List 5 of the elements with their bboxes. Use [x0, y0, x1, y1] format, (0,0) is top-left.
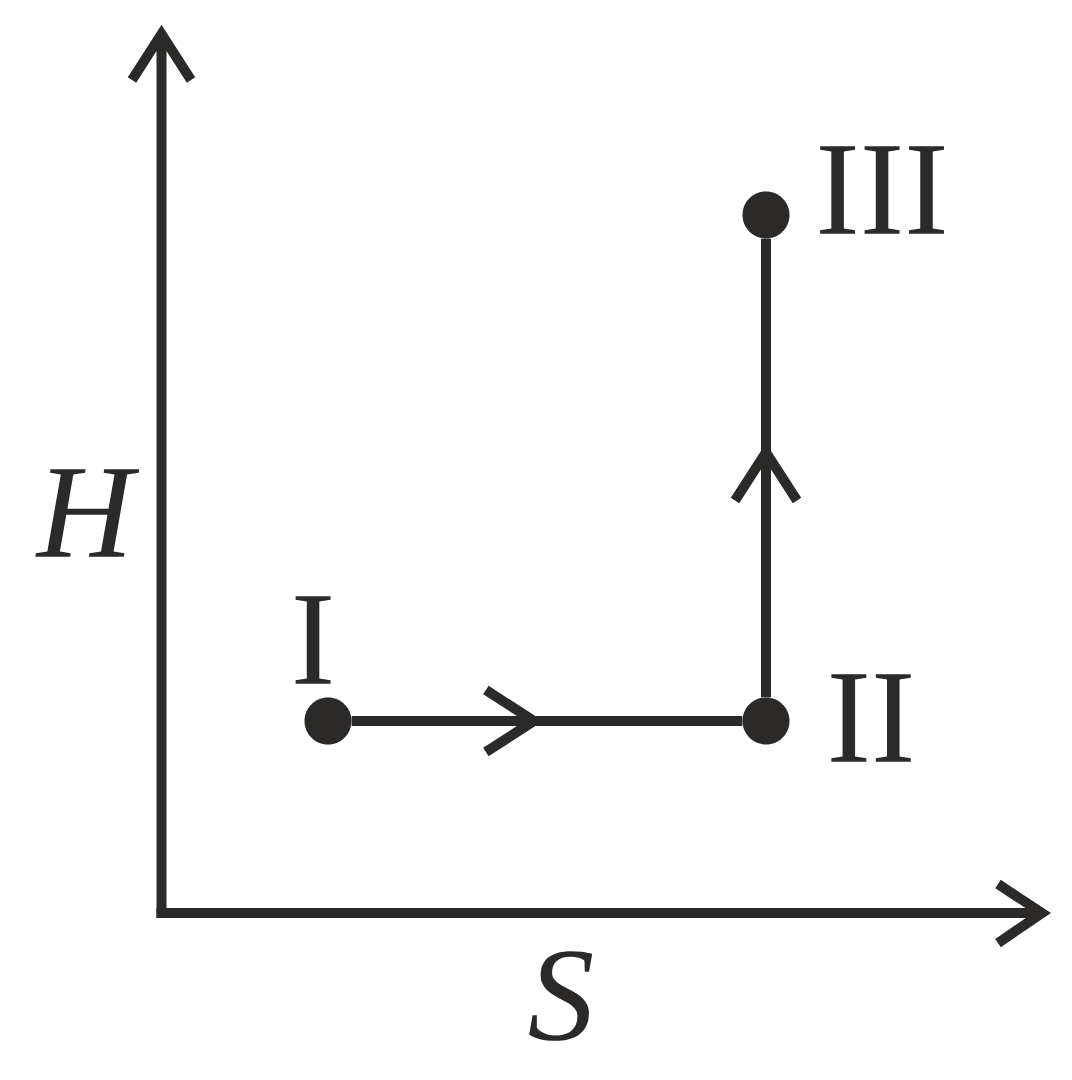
- point-label: I: [295, 596, 331, 684]
- point-label: II: [831, 674, 911, 762]
- axis-label: H: [35, 469, 140, 557]
- point-label: III: [820, 146, 944, 234]
- axis-label: S: [529, 951, 593, 1041]
